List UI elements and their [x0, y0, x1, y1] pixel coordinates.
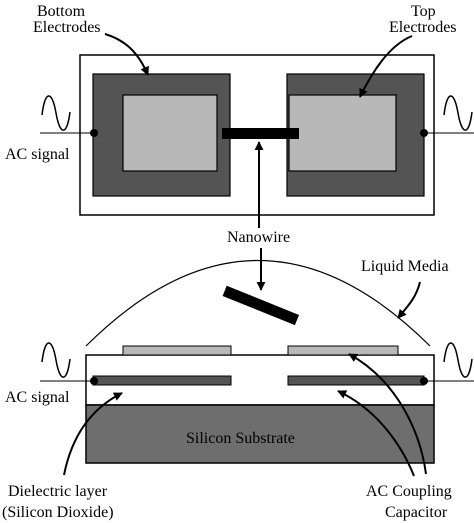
top-electrode-right-side [287, 345, 399, 356]
label-top-electrodes-2: Electrodes [389, 19, 457, 36]
bottom-electrode-left-side [92, 375, 232, 386]
label-liquid-media: Liquid Media [361, 258, 449, 275]
label-silicon-substrate: Silicon Substrate [186, 430, 295, 447]
arrow-icon [63, 392, 123, 476]
arrow-icon [348, 353, 427, 475]
top-electrode-left-side [122, 345, 232, 356]
label-top-electrodes-1: Top [411, 3, 436, 20]
top-view: Bottom Electrodes Top Electrodes AC sign… [5, 3, 474, 228]
liquid-media-arc [85, 260, 431, 347]
sine-wave-icon [41, 95, 71, 131]
ac-node-right-side [420, 377, 428, 385]
arrow-icon [359, 35, 413, 98]
silicon-substrate [85, 404, 435, 464]
nanowire-side-view [222, 285, 300, 326]
bottom-electrode-right-side [287, 375, 425, 386]
right-top-electrode [288, 94, 397, 172]
sine-wave-icon [41, 342, 71, 378]
label-dielectric-1: Dielectric layer [8, 483, 108, 500]
label-dielectric-2: (Silicon Dioxide) [2, 504, 114, 521]
ac-node-right [420, 129, 428, 137]
sine-wave-icon [443, 95, 473, 131]
nanowire-top-view [222, 128, 299, 139]
arrow-icon [397, 281, 421, 319]
side-view: Liquid Media Silicon Substrate AC signal… [2, 258, 474, 521]
label-ac-coupling-1: AC Coupling [366, 483, 452, 500]
left-top-electrode [122, 94, 218, 172]
label-bottom-electrodes-1: Bottom [37, 3, 86, 20]
label-ac-signal-bottom: AC signal [5, 389, 70, 406]
label-ac-coupling-2: Capacitor [385, 504, 448, 521]
label-ac-signal-top: AC signal [5, 146, 70, 163]
arrow-icon [337, 390, 415, 477]
ac-node-left [90, 129, 98, 137]
arrow-icon [104, 33, 149, 76]
label-bottom-electrodes-2: Electrodes [33, 19, 101, 36]
ac-node-left-side [90, 377, 98, 385]
sine-wave-icon [443, 342, 473, 378]
label-nanowire: Nanowire [227, 229, 290, 246]
